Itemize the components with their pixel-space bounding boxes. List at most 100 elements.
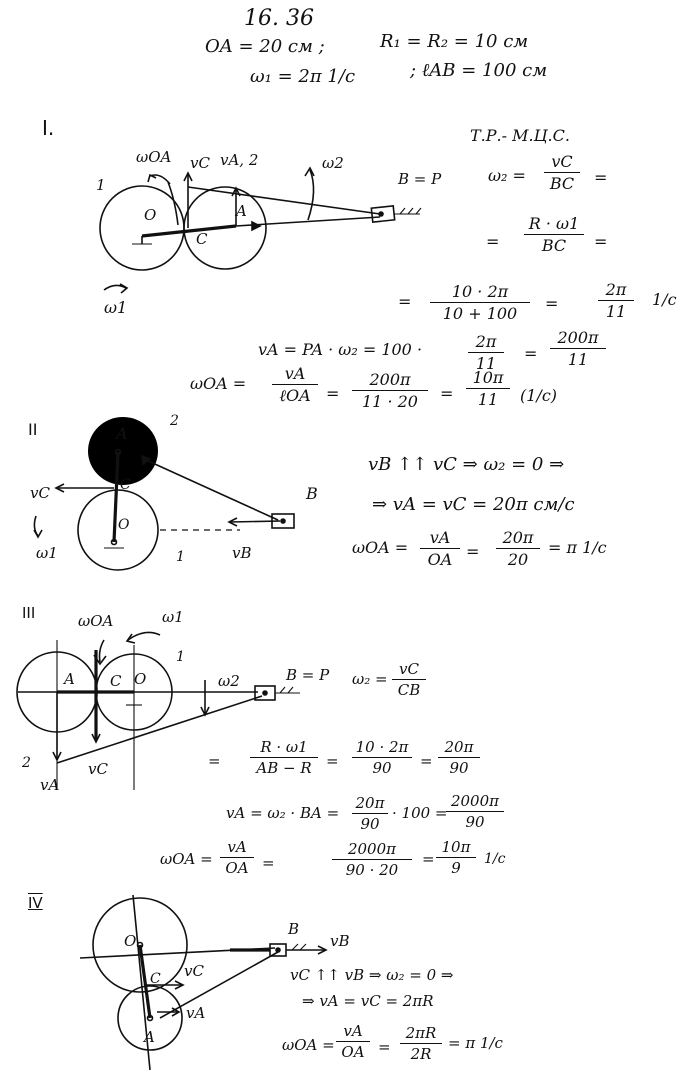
method-label: Т.Р.- М.Ц.С.: [470, 126, 570, 145]
section-3-numeral: III: [22, 604, 36, 622]
s1-eq5-lhs: ωOA =: [190, 374, 247, 393]
s1-eq1-lhs: ω₂ =: [488, 166, 526, 185]
s3-eq3-num2: 2000π: [450, 792, 500, 810]
s3-eq2-den: AB − R: [256, 759, 312, 777]
s3-eq4-den3: 9: [451, 859, 461, 877]
s3-eq2-mid: =: [326, 752, 339, 770]
s2-eq3-rest: = π 1/с: [548, 538, 607, 557]
s3-eq2-frac1: R · ω1 AB − R: [250, 738, 318, 777]
s1-eq3-den: 10 + 100: [442, 304, 518, 323]
diagram-3: [16, 631, 300, 790]
given-lab: ; ℓAB = 100 см: [410, 60, 548, 81]
s1-eq4-num2: 200π: [557, 328, 599, 347]
s3-eq2-frac2: 10 · 2π 90: [352, 738, 412, 777]
s4-label-vc: vC: [184, 962, 204, 980]
s2-eq3-den2: 20: [507, 550, 529, 569]
label-va2: vA, 2: [220, 151, 259, 169]
diagram-1: [99, 166, 422, 294]
s3-eq4-lhs: ωOA =: [160, 850, 213, 868]
s2-label-b: B: [306, 484, 318, 503]
given-omega1: ω₁ = 2π 1/с: [250, 66, 356, 87]
s1-eq2-lhs: =: [486, 232, 500, 251]
s3-eq2-den3: 90: [449, 759, 469, 777]
s3-label-w1: ω1: [162, 608, 184, 626]
s4-eq3-den2: 2R: [410, 1045, 432, 1063]
s3-eq3-lhs: vA = ω₂ · BA =: [226, 804, 340, 822]
s2-label-vc: vC: [30, 484, 50, 502]
label-vc: vC: [190, 154, 210, 172]
s2-label-a: A: [116, 424, 128, 443]
label-a: A: [236, 202, 247, 220]
problem-number: 16. 36: [244, 6, 314, 31]
s1-eq5-mid2: =: [440, 384, 454, 403]
s1-eq1-num: vC: [551, 152, 573, 171]
s2-eq3-num: vA: [429, 528, 451, 547]
s1-eq3-mid: =: [545, 294, 559, 313]
s3-label-2: 2: [22, 755, 31, 771]
s3-label-vc: vC: [88, 760, 108, 778]
s3-eq4-num3: 10π: [441, 838, 471, 856]
s3-eq2-num: R · ω1: [260, 738, 308, 756]
section-4-numeral: IV: [28, 894, 43, 912]
s2-eq3-mid: =: [466, 542, 480, 561]
s3-label-w2: ω2: [218, 672, 240, 690]
s1-eq2-frac: R · ω1 BC: [524, 214, 584, 255]
s2-label-vb: vB: [232, 544, 252, 562]
s1-eq3-lhs: =: [398, 292, 412, 311]
s1-eq3-den2: 11: [605, 302, 627, 321]
s3-eq1-num: vC: [399, 660, 419, 678]
s2-label-c: C: [120, 477, 131, 493]
label-w2: ω2: [322, 154, 344, 172]
s3-eq2-mid2: =: [420, 752, 433, 770]
label-w-oa: ωOA: [136, 148, 172, 166]
s3-eq4-frac2: 2000π 90 · 20: [332, 840, 412, 879]
s1-eq4-den2: 11: [567, 350, 589, 369]
s1-eq4-den: 11: [475, 354, 497, 373]
s3-label-va: vA: [40, 776, 60, 794]
s2-eq3-den: OA: [427, 550, 453, 569]
s1-eq3-num2: 2π: [605, 280, 627, 299]
s1-eq4-num: 2π: [475, 332, 497, 351]
s1-eq5-den2: 11 · 20: [362, 392, 418, 411]
s4-eq3-mid: =: [378, 1038, 391, 1056]
section-1-numeral: I.: [42, 116, 55, 140]
s3-eq4-den2: 90 · 20: [345, 861, 399, 879]
s3-eq4-mid2: =: [422, 850, 435, 868]
s4-label-vb: vB: [330, 932, 350, 950]
s3-eq4-num2: 2000π: [347, 840, 397, 858]
s3-eq1-lhs: ω₂ =: [352, 670, 388, 688]
s1-eq1-rest: =: [594, 168, 608, 187]
s4-label-a: A: [144, 1028, 155, 1046]
label-1: 1: [96, 176, 106, 194]
s3-label-w-oa: ωOA: [78, 612, 114, 630]
s3-eq3-den: 90: [360, 815, 380, 833]
s1-eq2-num: R · ω1: [528, 214, 580, 233]
section-2-numeral: II: [28, 420, 38, 439]
s3-eq2-den2: 90: [372, 759, 392, 777]
s3-eq3-mid: · 100 =: [392, 804, 448, 822]
diagram-4: [79, 894, 328, 1071]
s1-eq4-lhs: vA = PA · ω₂ = 100 ·: [258, 340, 423, 359]
label-b-p: B = P: [398, 170, 442, 188]
s3-eq4-mid: =: [262, 854, 275, 872]
s1-eq4-frac2: 200π 11: [550, 328, 606, 369]
s1-eq3-unit: 1/с: [652, 290, 677, 309]
s1-eq5-mid: =: [326, 384, 340, 403]
s2-label-o: O: [118, 517, 130, 533]
s3-eq2-num2: 10 · 2π: [355, 738, 409, 756]
s1-eq5-num: vA: [284, 364, 306, 383]
s1-eq5-den3: 11: [477, 390, 499, 409]
s1-eq2-den: BC: [541, 236, 567, 255]
diagram-2: [33, 417, 295, 571]
s1-eq5-num2: 200π: [369, 370, 411, 389]
s3-eq3-num: 20π: [355, 794, 385, 812]
s3-label-1: 1: [176, 649, 185, 665]
